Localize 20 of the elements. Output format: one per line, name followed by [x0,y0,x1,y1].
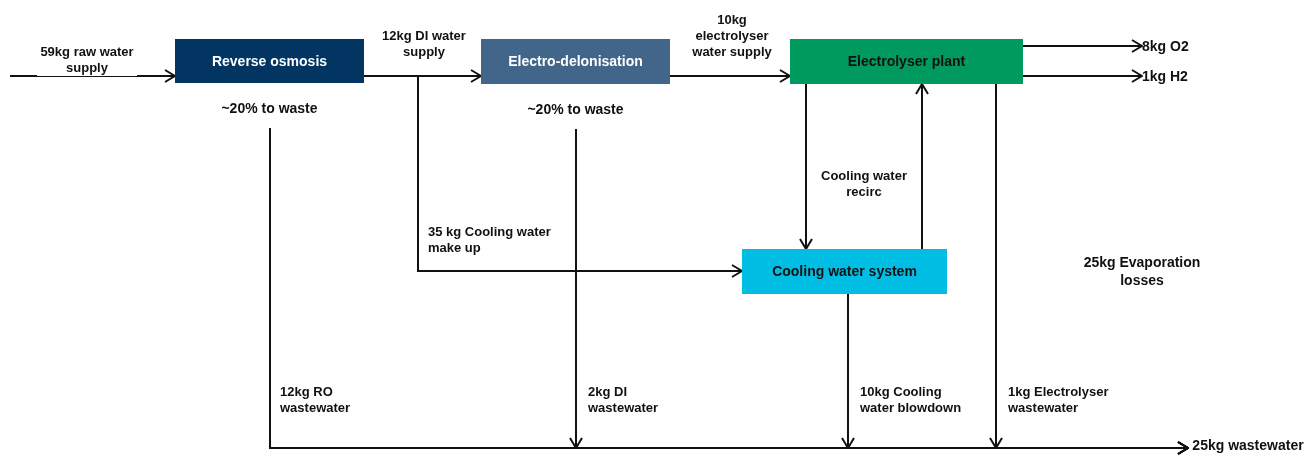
output-label: 25kg wastewater [1188,428,1308,462]
process-box [481,39,670,84]
output-label: 8kg O2 [1142,37,1212,55]
process-box [742,249,947,294]
arrow [9,69,176,83]
arrow [1022,39,1143,53]
arrow [669,69,791,83]
box-label: Cooling water system [772,263,917,280]
process-box [175,39,364,83]
box-label: Reverse osmosis [211,52,328,70]
arrow [915,83,929,250]
arrow [799,83,813,250]
box-label: Electrolyser plant [847,53,966,70]
process-box [790,39,1023,84]
edge-label: 35 kg Cooling water make up [428,224,553,256]
output-label: 1kg H2 [1142,67,1212,85]
box-label: Electro-delonisation [508,53,643,70]
edge-label: 59kg raw water supply [37,44,137,76]
arrow [1022,69,1143,83]
arrow [989,83,1189,455]
